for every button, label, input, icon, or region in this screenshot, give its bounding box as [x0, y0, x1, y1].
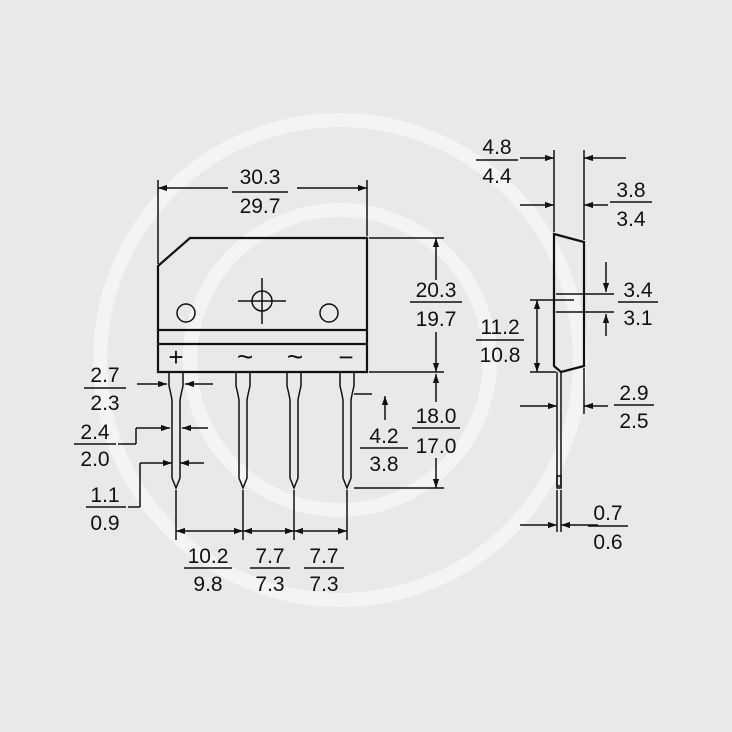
svg-text:0.7: 0.7 [593, 502, 622, 525]
svg-text:7.3: 7.3 [255, 573, 284, 596]
svg-text:2.5: 2.5 [619, 410, 648, 433]
dim-lead-length: 18.0 17.0 [412, 405, 460, 458]
package-body-outline [156, 236, 369, 374]
dim-body-height: 20.3 19.7 [410, 279, 462, 331]
svg-text:10.2: 10.2 [188, 545, 229, 568]
side-lead-tip [556, 475, 562, 489]
mounting-hole-right [319, 303, 339, 323]
dim-lead-width: 2.4 2.0 [74, 421, 116, 471]
dim-overall-thickness: 4.8 4.4 [476, 136, 518, 188]
dim-lead-shoulder-width: 2.7 2.3 [84, 364, 126, 415]
dim-hole-offset: 11.2 10.8 [476, 316, 524, 367]
lead-3 [286, 372, 302, 491]
front-view: + ~ ~ − 30.3 29.7 20.3 19.7 [74, 166, 462, 596]
mounting-hole-left [176, 303, 196, 323]
lead-2 [235, 372, 251, 491]
side-body-outline [552, 232, 586, 374]
dim-pitch-3: 7.7 7.3 [304, 545, 344, 596]
svg-text:10.8: 10.8 [480, 344, 521, 367]
svg-text:3.8: 3.8 [616, 179, 645, 202]
svg-text:19.7: 19.7 [416, 308, 457, 331]
dim-width: 30.3 29.7 [232, 166, 288, 218]
dim-lead-tip-width: 1.1 0.9 [86, 484, 126, 535]
svg-text:18.0: 18.0 [416, 405, 457, 428]
svg-text:0.9: 0.9 [90, 512, 119, 535]
svg-text:17.0: 17.0 [416, 435, 457, 458]
dim-pitch-2: 7.7 7.3 [250, 545, 290, 596]
svg-text:7.7: 7.7 [309, 545, 338, 568]
dim-lead-thickness: 0.7 0.6 [588, 502, 628, 554]
svg-text:20.3: 20.3 [416, 279, 457, 302]
svg-text:11.2: 11.2 [480, 316, 519, 339]
dim-pitch-1: 10.2 9.8 [184, 545, 232, 596]
svg-text:29.7: 29.7 [240, 195, 281, 218]
watermark [93, 113, 587, 607]
svg-text:2.0: 2.0 [80, 448, 109, 471]
lead-1 [168, 372, 184, 491]
svg-text:3.1: 3.1 [623, 307, 652, 330]
svg-text:4.2: 4.2 [369, 425, 398, 448]
terminal-label-ac1: ~ [237, 341, 253, 372]
svg-text:7.3: 7.3 [309, 573, 338, 596]
dim-lead-offset: 2.9 2.5 [614, 382, 654, 433]
terminal-label-plus: + [168, 342, 183, 372]
svg-text:1.1: 1.1 [90, 484, 119, 507]
lead-4 [339, 372, 355, 491]
svg-text:3.4: 3.4 [623, 279, 653, 302]
svg-text:2.3: 2.3 [90, 392, 119, 415]
svg-text:4.4: 4.4 [482, 165, 512, 188]
svg-text:3.8: 3.8 [369, 453, 398, 476]
svg-text:4.8: 4.8 [482, 136, 511, 159]
terminal-label-ac2: ~ [287, 341, 303, 372]
svg-text:0.6: 0.6 [593, 531, 622, 554]
dim-body-thickness: 3.8 3.4 [610, 179, 652, 231]
side-view: 4.8 4.4 3.8 3.4 3.4 3.1 11.2 10.8 [476, 136, 658, 554]
svg-text:3.4: 3.4 [616, 208, 646, 231]
svg-text:9.8: 9.8 [193, 573, 222, 596]
svg-text:30.3: 30.3 [240, 166, 281, 189]
dim-hole-diameter: 3.4 3.1 [618, 279, 658, 330]
terminal-label-minus: − [338, 342, 353, 372]
svg-text:2.9: 2.9 [619, 382, 648, 405]
svg-text:2.7: 2.7 [90, 364, 119, 387]
svg-text:7.7: 7.7 [255, 545, 284, 568]
svg-text:2.4: 2.4 [80, 421, 110, 444]
dim-lead-wide-section: 4.2 3.8 [360, 425, 408, 476]
